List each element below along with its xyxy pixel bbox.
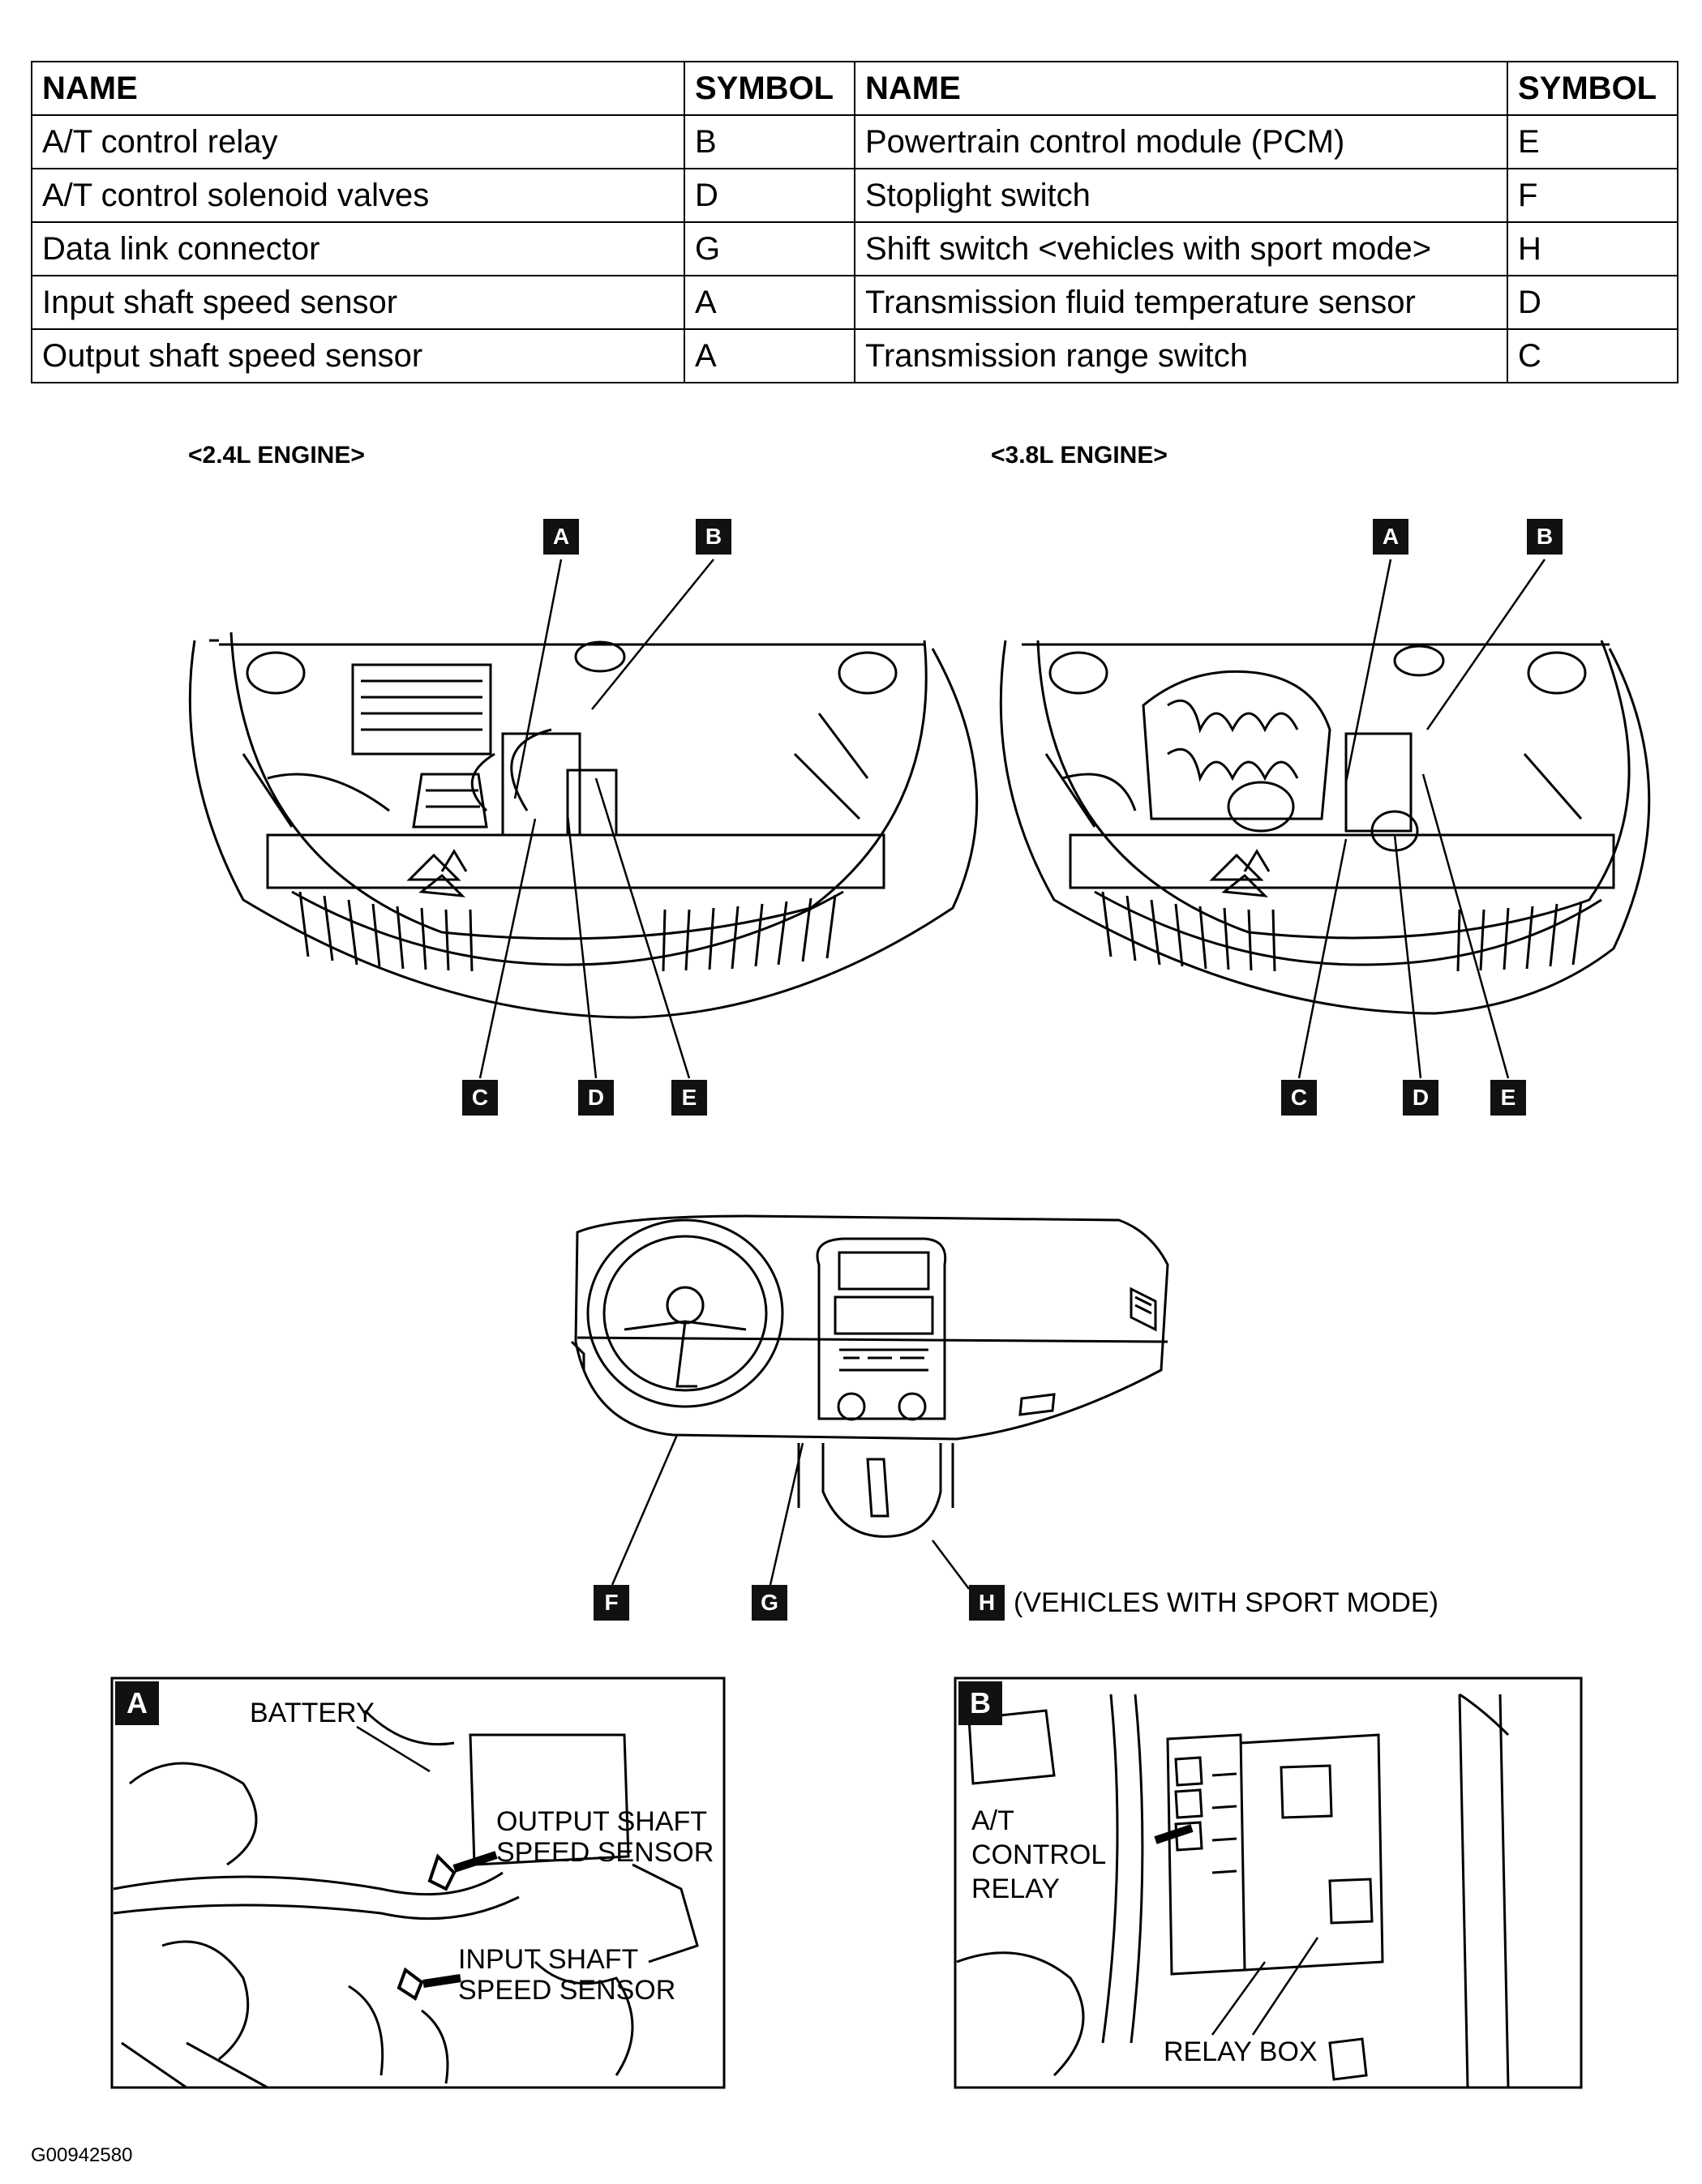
component-table: NAME SYMBOL NAME SYMBOL A/T control rela… [31, 61, 1678, 383]
label-b-left: B [696, 519, 731, 555]
label-d-right: D [1403, 1080, 1438, 1116]
label-e-left: E [671, 1080, 707, 1116]
engine-right-title: <3.8L ENGINE> [991, 442, 1168, 469]
table-cell: A/T control solenoid valves [31, 168, 685, 223]
battery-label: BATTERY [250, 1698, 375, 1728]
input-shaft-sensor-line-2: SPEED SENSOR [458, 1975, 676, 2006]
at-control-relay-line-2: CONTROL [971, 1839, 1107, 1870]
output-shaft-sensor-line-2: SPEED SENSOR [496, 1837, 714, 1868]
table-cell: B [684, 114, 855, 169]
dashboard-drawing [570, 1214, 1169, 1538]
header-symbol-1: SYMBOL [684, 61, 855, 116]
figure-id: G00942580 [31, 2144, 133, 2166]
label-d-left: D [578, 1080, 614, 1116]
table-cell: A/T control relay [31, 114, 685, 169]
label-e-right: E [1490, 1080, 1526, 1116]
at-control-relay-line-3: RELAY [971, 1874, 1060, 1904]
table-cell: G [684, 221, 855, 276]
label-b-right: B [1527, 519, 1563, 555]
at-control-relay-label: A/T CONTROL RELAY [971, 1804, 1106, 1906]
label-a-left: A [543, 519, 579, 555]
output-shaft-sensor-line-1: OUTPUT SHAFT [496, 1806, 708, 1837]
leader-lines-dashboard [611, 1434, 970, 1590]
label-c-left: C [462, 1080, 498, 1116]
label-a-right: A [1373, 519, 1408, 555]
label-c-right: C [1281, 1080, 1317, 1116]
engine-left-title: <2.4L ENGINE> [188, 442, 365, 469]
table-cell: Shift switch <vehicles with sport mode> [854, 221, 1508, 276]
detail-b-badge: B [958, 1681, 1002, 1725]
header-symbol-2: SYMBOL [1507, 61, 1678, 116]
table-cell: C [1507, 328, 1678, 383]
table-cell: F [1507, 168, 1678, 223]
input-shaft-sensor-label: INPUT SHAFT SPEED SENSOR [458, 1944, 675, 2006]
detail-a-badge: A [115, 1681, 159, 1725]
table-row: Data link connector G Shift switch <vehi… [31, 221, 1678, 276]
table-cell: Data link connector [31, 221, 685, 276]
engine-bay-right-drawing [999, 640, 1651, 1015]
header-name-2: NAME [854, 61, 1508, 116]
table-cell: Input shaft speed sensor [31, 275, 685, 330]
engine-bay-left-drawing [188, 632, 979, 1019]
at-control-relay-line-1: A/T [971, 1805, 1014, 1836]
detail-a-drawing [110, 1677, 726, 2089]
input-shaft-sensor-line-1: INPUT SHAFT [458, 1944, 639, 1975]
label-g: G [752, 1585, 787, 1621]
table-cell: Powertrain control module (PCM) [854, 114, 1508, 169]
relay-box-label: RELAY BOX [1164, 2036, 1318, 2067]
table-header-row: NAME SYMBOL NAME SYMBOL [31, 61, 1678, 116]
table-cell: E [1507, 114, 1678, 169]
output-shaft-sensor-label: OUTPUT SHAFT SPEED SENSOR [496, 1806, 714, 1868]
table-cell: A [684, 328, 855, 383]
table-cell: Transmission range switch [854, 328, 1508, 383]
table-row: A/T control relay B Powertrain control m… [31, 114, 1678, 169]
leader-lines-right [1297, 559, 1546, 1079]
header-name-1: NAME [31, 61, 685, 116]
label-h-note: (VEHICLES WITH SPORT MODE) [1014, 1587, 1438, 1618]
label-h: H [969, 1585, 1005, 1621]
table-cell: Output shaft speed sensor [31, 328, 685, 383]
leader-lines-left [478, 559, 714, 1079]
table-cell: Stoplight switch [854, 168, 1508, 223]
table-row: A/T control solenoid valves D Stoplight … [31, 168, 1678, 223]
table-cell: Transmission fluid temperature sensor [854, 275, 1508, 330]
table-cell: H [1507, 221, 1678, 276]
table-cell: D [684, 168, 855, 223]
label-f: F [594, 1585, 629, 1621]
table-row: Input shaft speed sensor A Transmission … [31, 275, 1678, 330]
table-row: Output shaft speed sensor A Transmission… [31, 328, 1678, 383]
table-cell: A [684, 275, 855, 330]
detail-b-drawing [954, 1677, 1583, 2089]
table-cell: D [1507, 275, 1678, 330]
